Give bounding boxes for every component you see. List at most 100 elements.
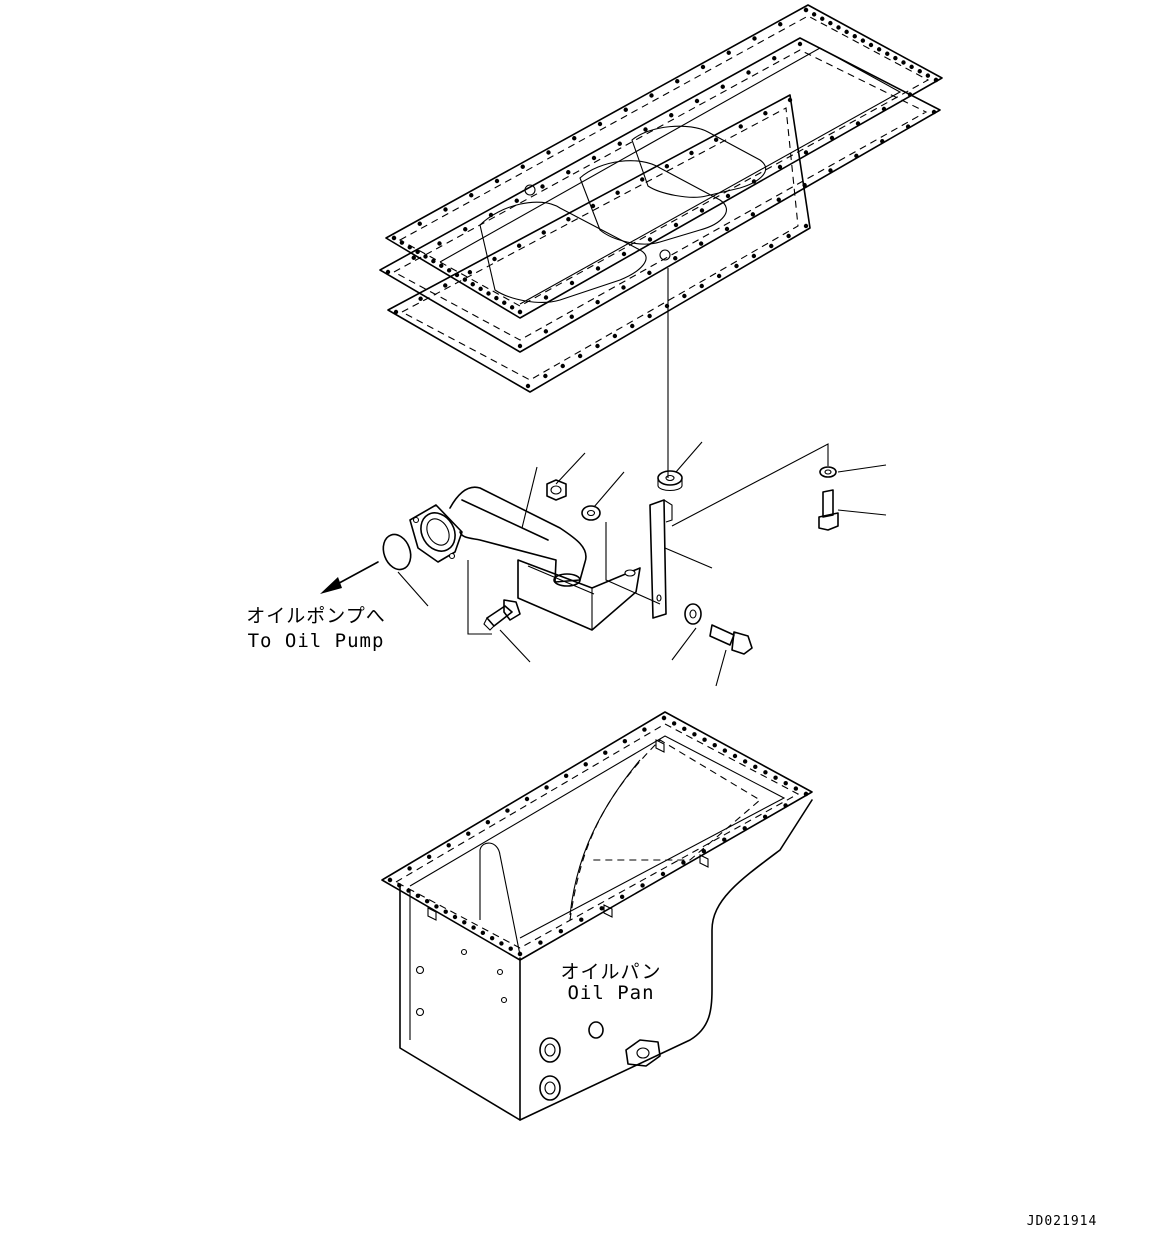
bolt-hole xyxy=(454,272,460,278)
bolt-hole xyxy=(469,193,474,198)
bolt-hole xyxy=(694,98,700,104)
nut xyxy=(546,479,567,501)
bolt-hole xyxy=(726,50,731,55)
bolt-hole xyxy=(579,917,584,922)
bolt-hole xyxy=(880,139,885,144)
bolt-hole xyxy=(514,198,519,203)
bolt-hole xyxy=(762,814,768,820)
bolt-hole xyxy=(828,168,833,173)
bolt-hole xyxy=(802,182,807,188)
bolt-hole xyxy=(446,843,451,848)
bolt-hole xyxy=(933,77,939,83)
bolt-hole xyxy=(699,283,704,289)
bolt-hole xyxy=(893,55,898,61)
bolt-hole xyxy=(829,135,835,141)
bolt-hole xyxy=(661,715,667,721)
bolt-hole xyxy=(485,819,491,825)
bolt-hole xyxy=(803,223,809,229)
bolt-right xyxy=(818,489,839,531)
bolt-hole xyxy=(566,217,571,222)
bolt-hole xyxy=(716,273,722,279)
bolt-hole xyxy=(751,253,757,259)
bolt-hole xyxy=(467,270,473,275)
bolt-hole xyxy=(803,791,809,797)
bolt-hole xyxy=(647,313,652,319)
bolt-hole xyxy=(647,237,653,242)
bolt-hole xyxy=(722,748,728,753)
bolt-hole xyxy=(750,212,756,217)
bolt-hole xyxy=(407,245,412,250)
bolt-hole xyxy=(797,41,803,47)
bolt-hole xyxy=(621,285,626,290)
bolt-hole xyxy=(466,831,471,836)
bolt-hole xyxy=(415,249,420,255)
bolt-hole xyxy=(563,773,569,779)
bolt-hole xyxy=(769,243,774,249)
bolt-hole xyxy=(509,305,515,310)
bolt-hole xyxy=(407,866,412,871)
bolt-hole xyxy=(836,25,841,30)
oil-pump-label-jp: オイルポンプへ xyxy=(246,605,386,627)
bolt-hole xyxy=(566,170,571,175)
bolt-hole xyxy=(844,29,849,35)
bolt-hole xyxy=(763,111,768,116)
bolt-hole xyxy=(443,283,448,288)
bolt-hole xyxy=(682,293,687,299)
bolt-hole xyxy=(619,894,625,900)
bolt-hole xyxy=(773,775,778,780)
bolt-hole xyxy=(692,732,697,737)
oil-pan xyxy=(381,711,813,1121)
bolt-hole xyxy=(437,241,442,246)
bolt-hole xyxy=(931,109,937,115)
bolt-hole xyxy=(778,22,783,27)
bolt-hole xyxy=(713,137,719,142)
bolt-hole xyxy=(517,951,523,957)
bolt-hole xyxy=(642,727,647,732)
oil-pan-bolt-holes xyxy=(387,715,809,957)
bolt-hole xyxy=(393,309,399,315)
bolt-hole xyxy=(640,883,645,888)
oil-pump-label-en: To Oil Pump xyxy=(247,630,385,652)
gasket-lower xyxy=(387,94,811,393)
bolt-hole xyxy=(499,941,504,946)
bolt-hole xyxy=(418,296,423,301)
bolt-hole xyxy=(742,826,747,831)
washer-right xyxy=(819,466,837,478)
bolt-hole xyxy=(751,179,757,184)
bolt-hole xyxy=(811,12,817,17)
bolt-hole xyxy=(517,343,523,349)
bolt-hole xyxy=(720,84,725,89)
bolt-hole xyxy=(572,136,577,141)
bolt-hole xyxy=(463,227,468,232)
bolt-hole xyxy=(595,266,601,271)
bolt-hole xyxy=(787,97,793,103)
bolt-hole xyxy=(538,940,543,945)
bolt-lower xyxy=(709,624,753,655)
bolt-hole xyxy=(478,286,483,292)
bolt-hole xyxy=(486,291,491,296)
bolt-hole xyxy=(577,353,583,359)
bolt-hole xyxy=(905,124,911,129)
bolt-hole xyxy=(399,240,405,245)
bolt-hole xyxy=(387,877,393,883)
washer-lower xyxy=(684,603,702,625)
bolt-hole xyxy=(682,726,687,732)
bolt-hole xyxy=(520,164,525,169)
bolt-hole xyxy=(777,164,783,170)
bracket xyxy=(649,499,673,619)
bolt-hole xyxy=(647,270,652,276)
bolt-hole xyxy=(621,251,627,257)
leader-lines xyxy=(397,441,887,687)
bolt-hole xyxy=(595,299,600,305)
bolt-hole xyxy=(752,36,757,41)
gasket-middle xyxy=(379,37,941,353)
bolt-hole xyxy=(544,785,549,790)
bolt-hole xyxy=(462,920,467,925)
bolt-hole xyxy=(424,898,430,904)
bolt-hole xyxy=(517,309,523,315)
washer xyxy=(581,505,601,521)
bolt-hole xyxy=(732,753,738,759)
bolt-hole xyxy=(471,925,476,930)
bolt-hole xyxy=(480,930,486,936)
bolt-hole xyxy=(452,914,458,920)
